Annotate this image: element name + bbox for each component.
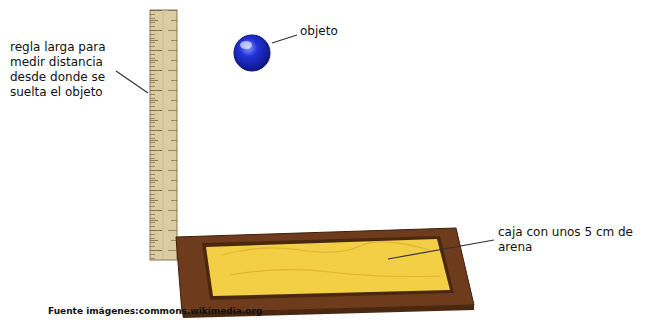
ball [234,35,270,71]
ruler-label: regla larga para medir distancia desde d… [10,40,132,100]
object-label: objeto [300,24,338,39]
source-note: Fuente imágenes:commons.wikimedia.org [48,306,262,317]
ruler [150,10,177,260]
leader-lines [116,35,494,259]
sandbox [176,228,474,318]
sandbox-label: caja con unos 5 cm de arena [498,225,638,255]
